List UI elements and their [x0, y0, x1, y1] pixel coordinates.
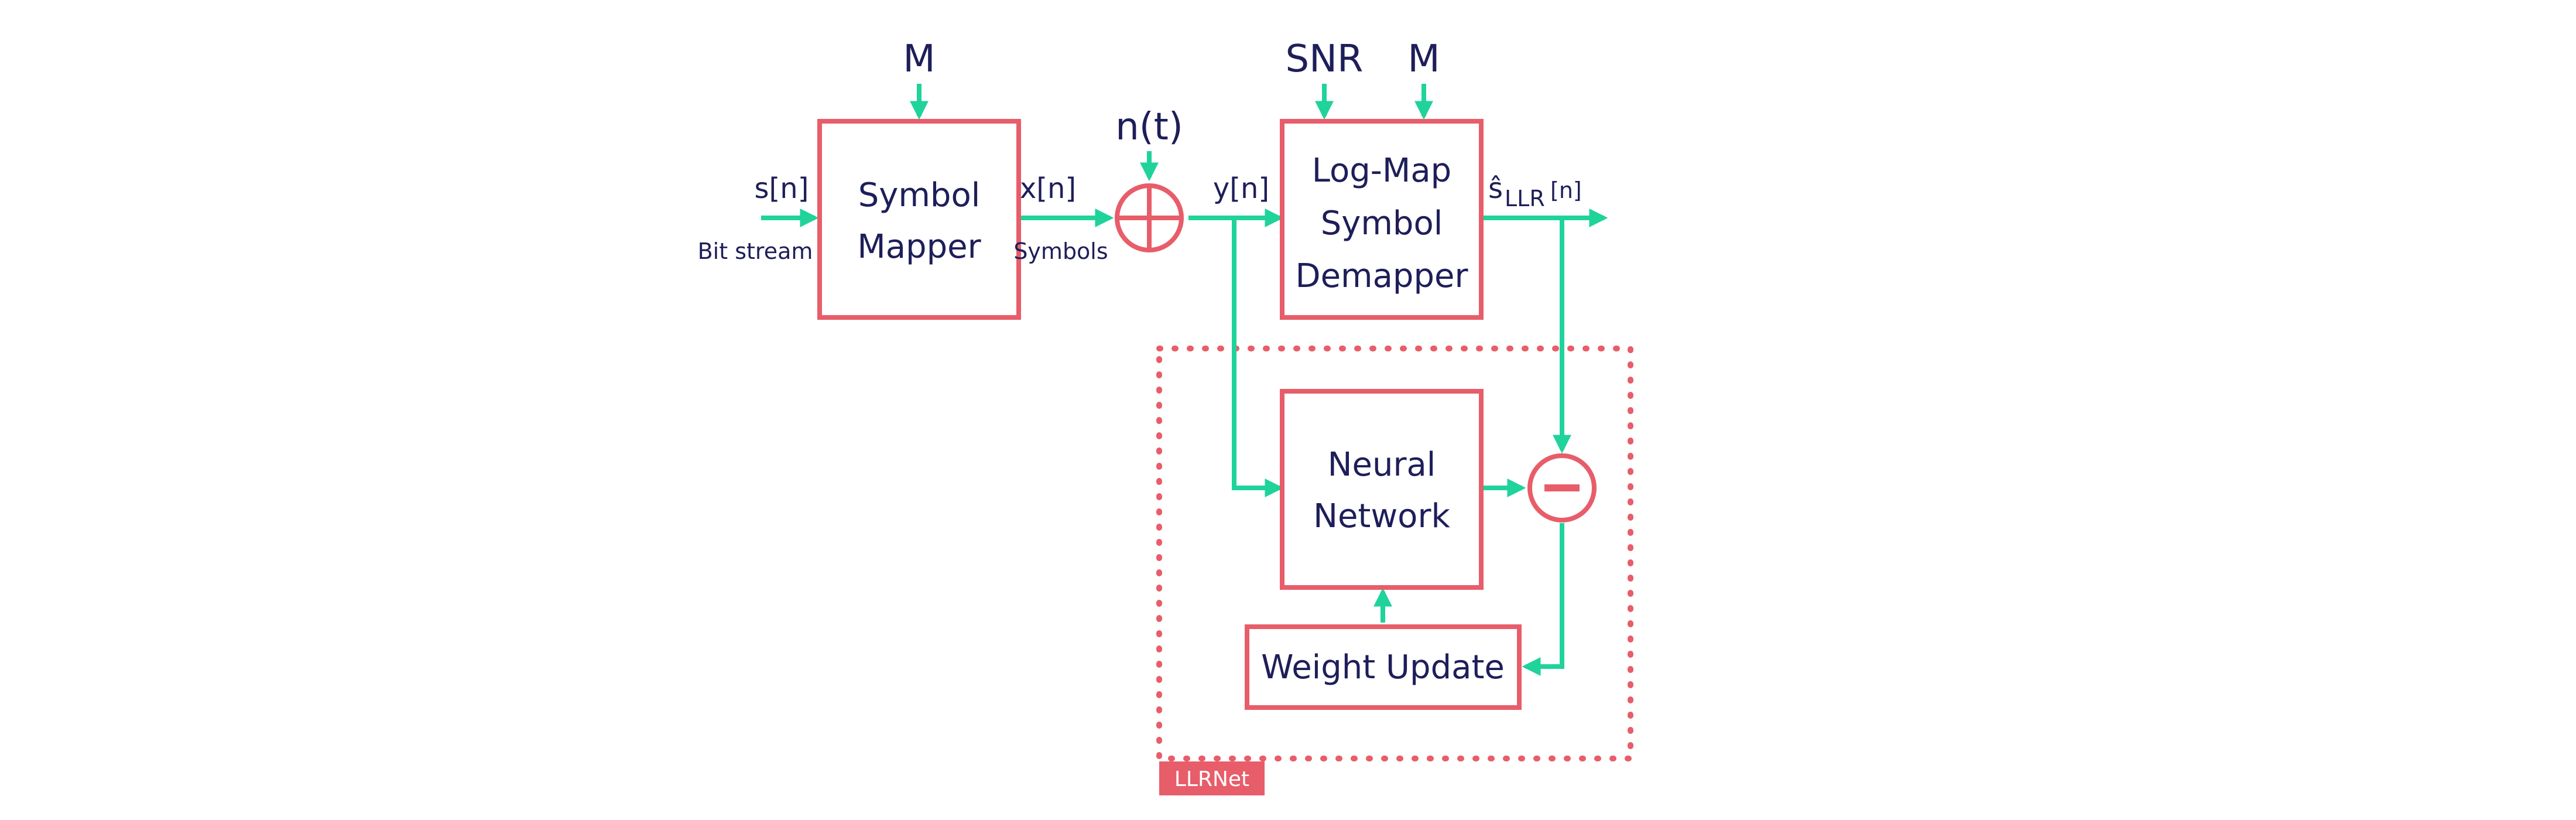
- received-signal-label: y[n]: [1213, 172, 1269, 205]
- noise-label: n(t): [1115, 105, 1183, 149]
- adder-symbol: [1115, 183, 1184, 252]
- weight-update-label: Weight Update: [1261, 648, 1505, 686]
- demapper-m-label: M: [1407, 37, 1440, 81]
- nn-input-arrow: [1232, 218, 1284, 497]
- mapper-m-label: M: [903, 37, 935, 81]
- weight-update-block: [1245, 624, 1522, 710]
- demapper-block: [1280, 119, 1484, 320]
- demapper-label-1: Log-Map: [1312, 152, 1451, 190]
- demapper-label-3: Demapper: [1295, 257, 1468, 295]
- mapped-signal-label: x[n]: [1020, 172, 1076, 205]
- input-signal-label: s[n]: [755, 172, 809, 205]
- neural-network-label-1: Neural: [1328, 446, 1436, 484]
- snr-label: SNR: [1286, 37, 1364, 81]
- output-sub-label: LLR: [1505, 186, 1545, 211]
- symbol-mapper-label-1: Symbol: [858, 176, 981, 214]
- mapped-caption: Symbols: [1013, 238, 1108, 264]
- neural-network-block: [1280, 389, 1484, 590]
- demapper-label-2: Symbol: [1321, 204, 1443, 242]
- subtractor-symbol: [1527, 453, 1597, 522]
- output-index-label: [n]: [1550, 177, 1582, 203]
- symbol-mapper-block: [817, 119, 1021, 320]
- llrnet-tag-label: LLRNet: [1174, 767, 1249, 791]
- neural-network-label-2: Network: [1313, 497, 1450, 535]
- output-signal-label: ŝ LLR [n]: [1488, 172, 1582, 211]
- error-arrow: [1522, 523, 1564, 676]
- output-hat-label: ŝ: [1488, 172, 1503, 205]
- llrnet-tag: LLRNet: [1159, 761, 1265, 795]
- symbol-mapper-label-2: Mapper: [857, 228, 981, 266]
- input-caption: Bit stream: [698, 238, 813, 264]
